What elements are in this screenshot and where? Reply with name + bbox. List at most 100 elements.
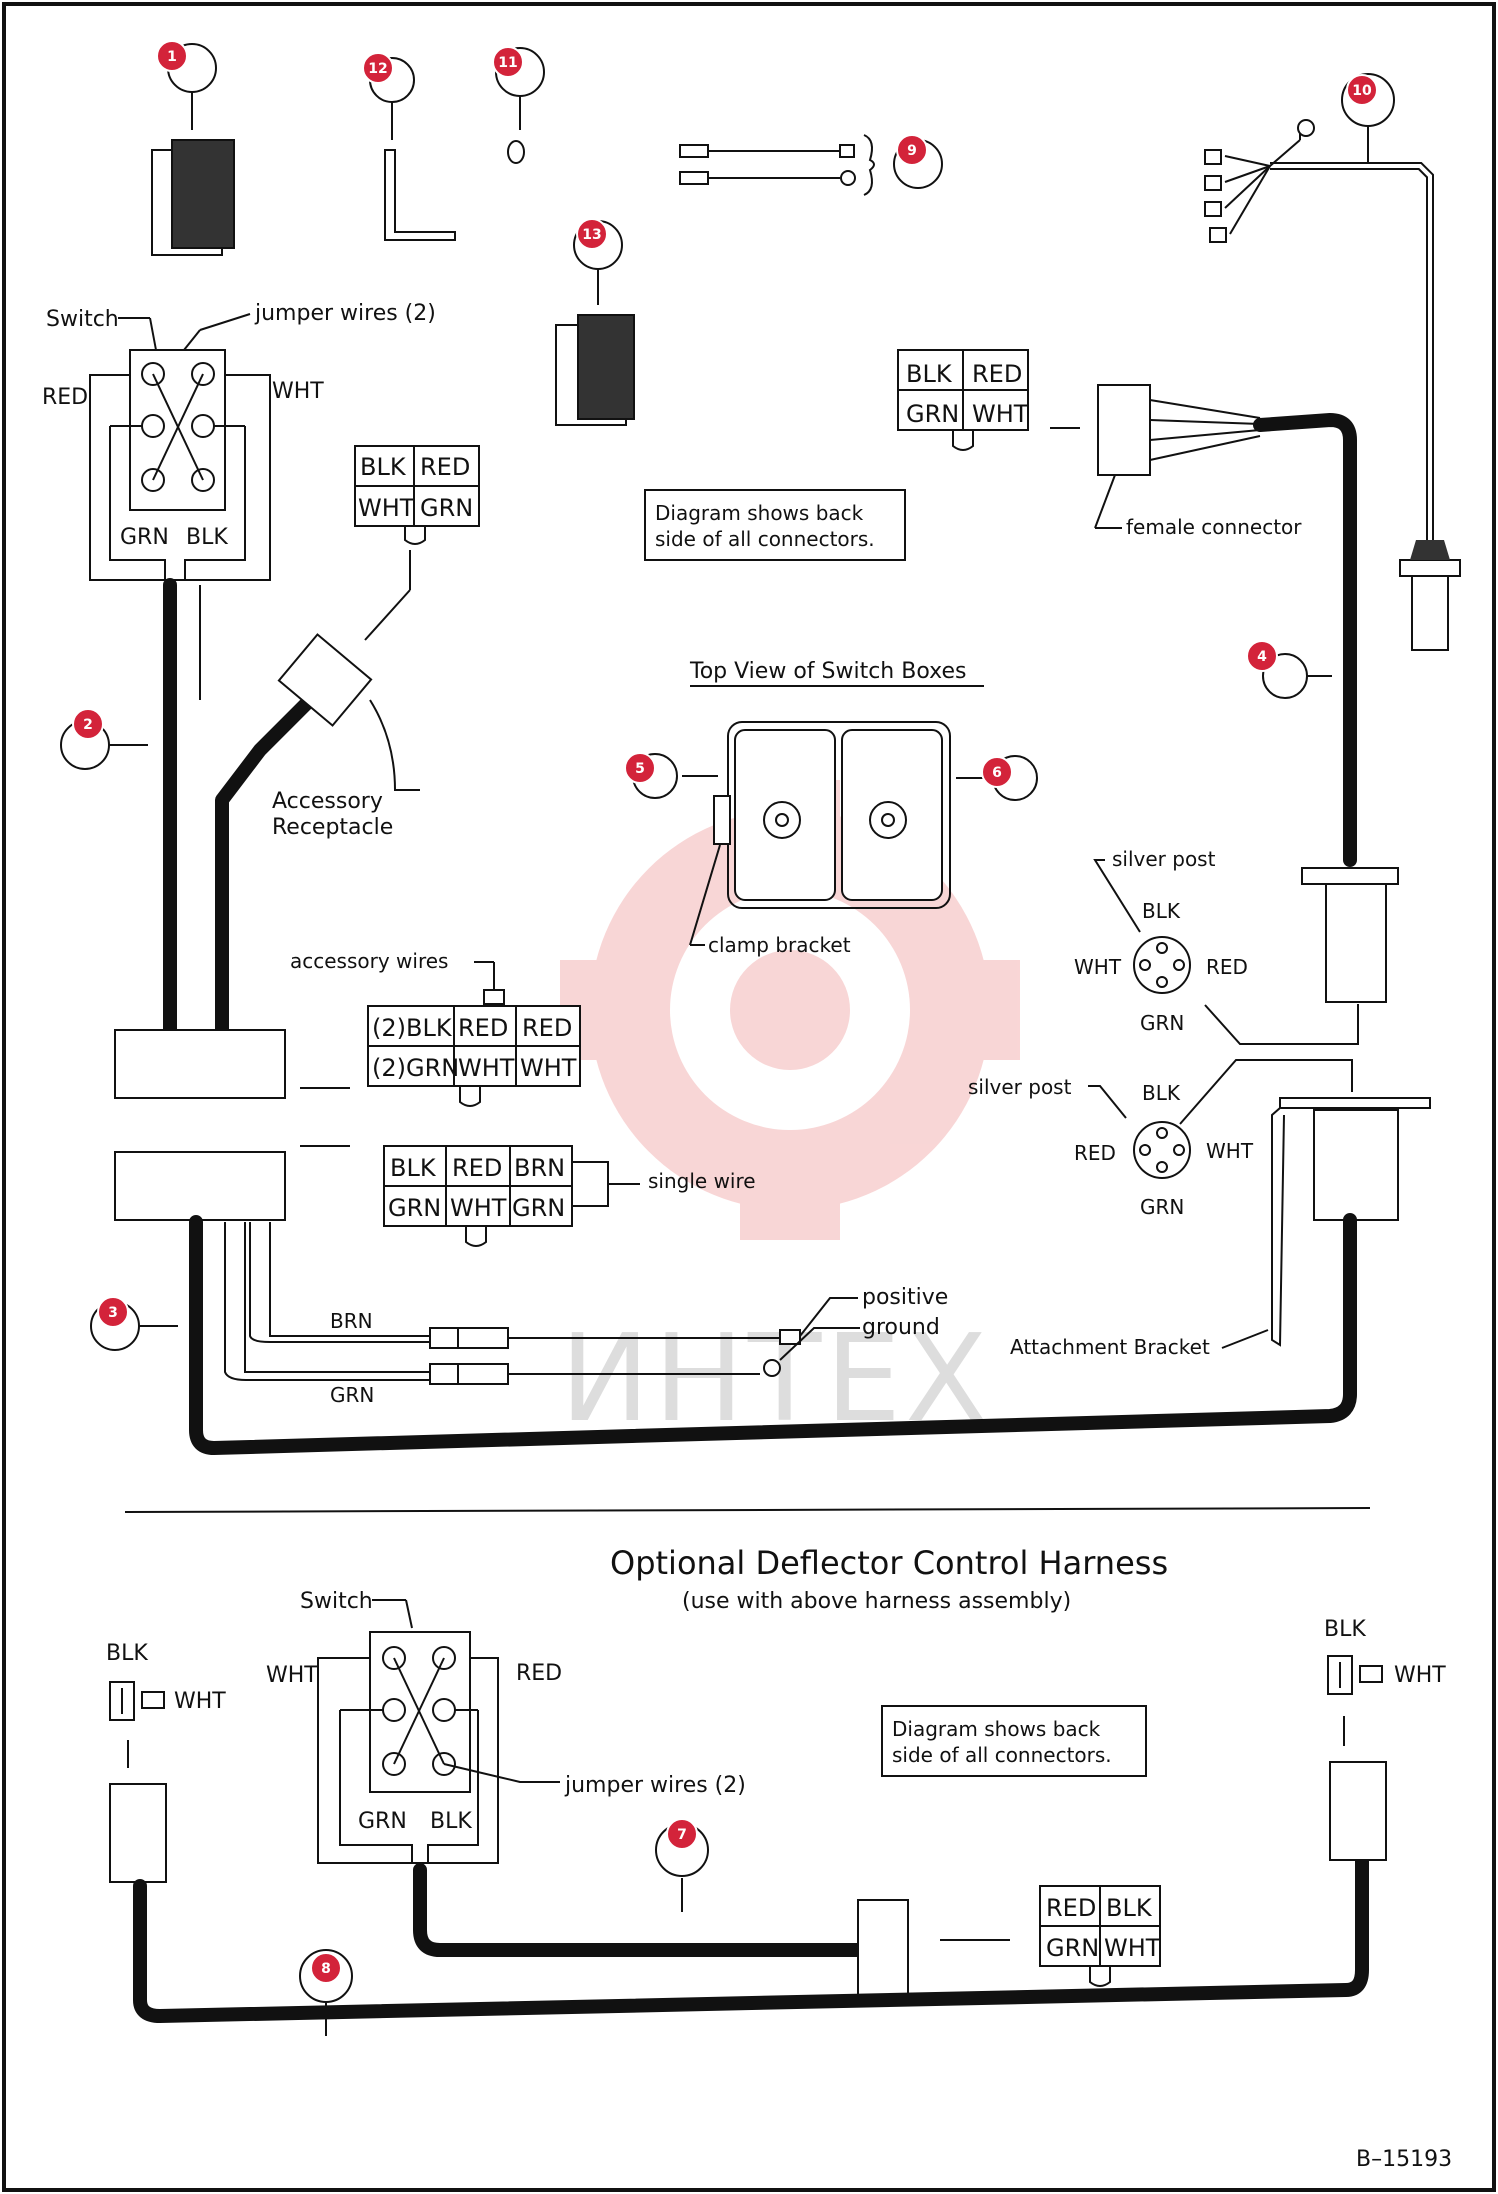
post-top-wht: WHT (1074, 955, 1122, 979)
left-post-wht: WHT (174, 1689, 226, 1714)
jumper-label-top: jumper wires (2) (254, 301, 436, 326)
lead-grn-label: GRN (330, 1383, 374, 1407)
attachment-bracket (1271, 1097, 1431, 1347)
left-post-blk: BLK (106, 1641, 148, 1666)
post-top-blk: BLK (1142, 899, 1181, 923)
single-r1c1: BLK (390, 1154, 437, 1182)
lead-brn (249, 1222, 430, 1343)
acc-rec-r2c1: WHT (358, 494, 415, 522)
ground-label: ground (862, 1315, 940, 1340)
switch-bottom-wht: WHT (266, 1663, 318, 1688)
accw-r2c1: (2)GRN (372, 1054, 459, 1082)
part-11-ring (507, 140, 525, 164)
post-top-red: RED (1206, 955, 1248, 979)
connector-single-wire (383, 1145, 640, 1247)
badge-5: 5 (624, 752, 656, 784)
part-12-bracket (384, 149, 456, 241)
accw-r1c2: RED (458, 1014, 508, 1042)
connector-optional (1039, 1885, 1161, 1987)
switch-top-blk: BLK (186, 525, 228, 550)
figure-reference: B–15193 (1356, 2147, 1452, 2172)
badge-label: 2 (83, 717, 93, 733)
badge-11: 11 (492, 46, 524, 78)
female-connector-body (1097, 384, 1151, 476)
badge-label: 7 (677, 1827, 687, 1843)
badge-label: 13 (582, 227, 601, 243)
post-bottom-wht: WHT (1206, 1139, 1254, 1163)
single-wire-label: single wire (648, 1169, 756, 1193)
female-r1c1: BLK (906, 360, 953, 388)
silver-post-bottom-label: silver post (968, 1075, 1072, 1099)
accessory-receptacle-label-1: Accessory (272, 789, 383, 814)
switch-top-grn: GRN (120, 525, 169, 550)
note-top-2: side of all connectors. (655, 527, 875, 551)
optional-title: Optional Deflector Control Harness (610, 1544, 1168, 1582)
section-divider (124, 1507, 1371, 1513)
acc-rec-r1c1: BLK (360, 453, 407, 481)
accessory-receptacle-label-2: Receptacle (272, 815, 393, 840)
note-box-top (644, 489, 906, 561)
accw-r2c3: WHT (520, 1054, 577, 1082)
badge-label: 11 (498, 55, 517, 71)
cable-7 (413, 1863, 867, 1957)
single-r2c1: GRN (388, 1194, 441, 1222)
badge-9: 9 (896, 134, 928, 166)
part-10-harness (1204, 119, 1461, 651)
positive-label: positive (862, 1285, 948, 1310)
part-1-switch (151, 139, 235, 256)
accw-r1c1: (2)BLK (372, 1014, 453, 1042)
note-bottom-1: Diagram shows back (892, 1717, 1101, 1741)
badge-label: 8 (321, 1961, 331, 1977)
accw-r2c2: WHT (458, 1054, 515, 1082)
post-bottom-blk: BLK (1142, 1081, 1181, 1105)
part-9-jumpers (679, 134, 875, 196)
optional-r2c1: GRN (1046, 1934, 1099, 1962)
accessory-receptacle (277, 633, 373, 727)
attachment-bracket-label: Attachment Bracket (1010, 1335, 1210, 1359)
switch-bottom-grn: GRN (358, 1809, 407, 1834)
left-post-body (109, 1783, 167, 1883)
accw-r1c3: RED (522, 1014, 572, 1042)
switch-top-wht: WHT (272, 379, 324, 404)
switch-bottom-red: RED (516, 1661, 562, 1686)
badge-label: 4 (1257, 649, 1267, 665)
accessory-wires-label: accessory wires (290, 949, 448, 973)
switch-label-bottom: Switch (300, 1589, 373, 1614)
optional-r2c2: WHT (1104, 1934, 1161, 1962)
lead-grn (224, 1222, 430, 1381)
connector-block-lower (114, 1151, 286, 1221)
badge-label: 12 (368, 61, 387, 77)
post-bottom-grn: GRN (1140, 1195, 1184, 1219)
switch-bottom (317, 1631, 499, 1864)
badge-10: 10 (1346, 74, 1378, 106)
badge-label: 6 (992, 765, 1002, 781)
switch-top-red: RED (42, 385, 88, 410)
jumper-label-bottom: jumper wires (2) (564, 1773, 746, 1798)
badge-8: 8 (310, 1952, 342, 1984)
badge-13: 13 (576, 218, 608, 250)
female-r2c2: WHT (972, 400, 1029, 428)
right-post-body (1329, 1761, 1387, 1861)
connector-accessory-receptacle (354, 445, 480, 545)
optional-r1c2: BLK (1106, 1894, 1153, 1922)
single-r2c2: WHT (450, 1194, 507, 1222)
single-r2c3: GRN (512, 1194, 565, 1222)
post-bottom-circle (1133, 1121, 1191, 1179)
cable-3 (189, 1213, 1357, 1455)
connector-block-upper (114, 1029, 286, 1099)
acc-rec-r2c2: GRN (420, 494, 473, 522)
post-top-circle (1133, 936, 1191, 994)
post-top-grn: GRN (1140, 1011, 1184, 1035)
single-r1c3: BRN (514, 1154, 565, 1182)
badge-1: 1 (156, 40, 188, 72)
silver-post-top-label: silver post (1112, 847, 1216, 871)
badge-4: 4 (1246, 640, 1278, 672)
badge-3: 3 (97, 1296, 129, 1328)
badge-label: 3 (108, 1305, 118, 1321)
acc-rec-r1c2: RED (420, 453, 470, 481)
badge-label: 5 (635, 761, 645, 777)
